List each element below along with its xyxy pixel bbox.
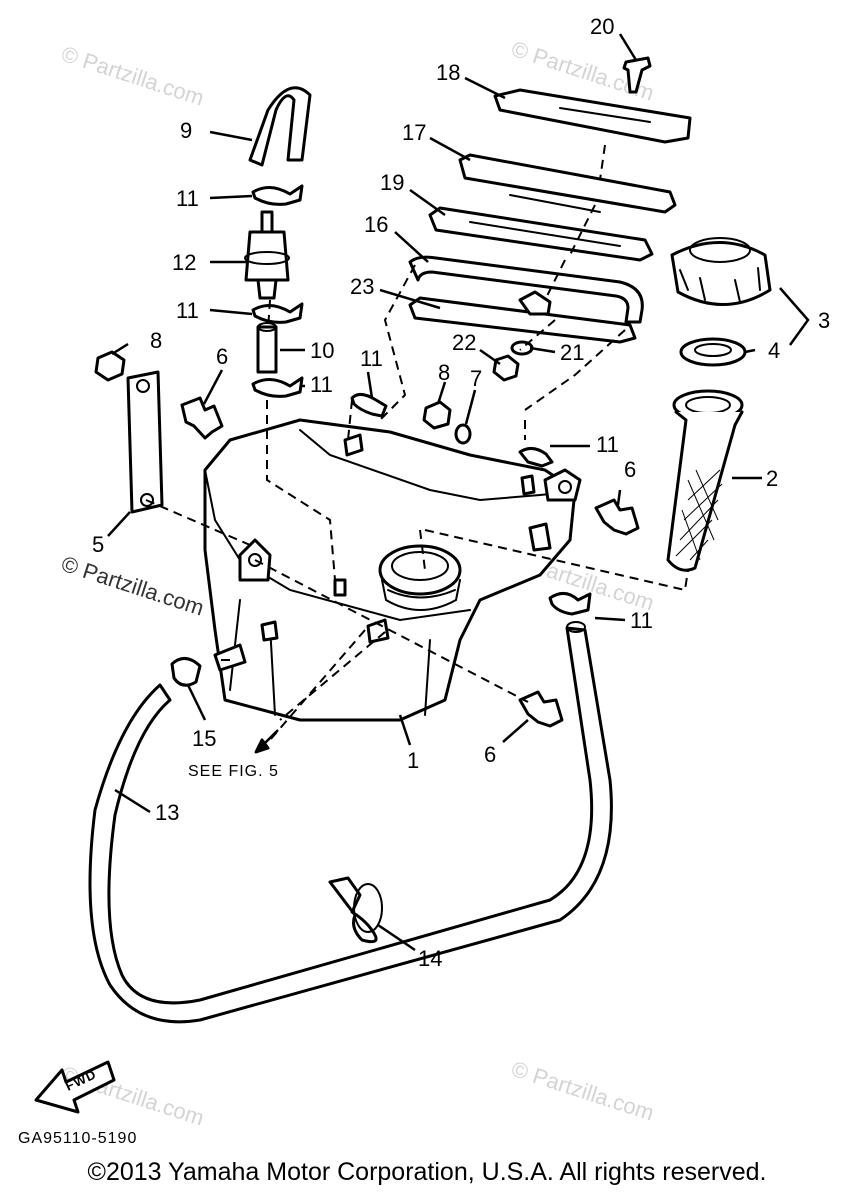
bolt-upper-left bbox=[180, 396, 224, 440]
hose-clamps bbox=[251, 184, 592, 616]
oil-tank-cap bbox=[670, 237, 772, 306]
oil-filter bbox=[244, 210, 290, 300]
callout-11: 11 bbox=[176, 186, 199, 211]
stay-bracket bbox=[126, 370, 164, 514]
callouts: 1 2 3 4 5 6 6 6 7 8 8 9 10 11 11 11 11 1… bbox=[92, 14, 830, 971]
see-fig-note: SEE FIG. 5 bbox=[188, 763, 279, 780]
plate-gasket bbox=[428, 206, 654, 262]
strainer-mesh bbox=[675, 469, 723, 561]
top-plate bbox=[493, 88, 692, 144]
bolt-right bbox=[594, 498, 640, 536]
oil-strainer bbox=[666, 389, 744, 572]
callout-6: 6 bbox=[484, 742, 496, 767]
breather-hose bbox=[408, 255, 644, 324]
grommet bbox=[510, 340, 534, 356]
callout-20: 20 bbox=[590, 14, 614, 39]
callout-18: 18 bbox=[436, 60, 460, 85]
callout-15: 15 bbox=[192, 726, 216, 751]
callout-12: 12 bbox=[172, 250, 196, 275]
callout-11: 11 bbox=[630, 608, 653, 633]
callout-2: 2 bbox=[766, 466, 778, 491]
copyright-notice: ©2013 Yamaha Motor Corporation, U.S.A. A… bbox=[87, 1158, 767, 1186]
oil-hose bbox=[88, 626, 613, 1024]
nut-small bbox=[492, 354, 520, 382]
callout-9: 9 bbox=[180, 118, 192, 143]
callout-11: 11 bbox=[176, 298, 199, 323]
callout-3: 3 bbox=[818, 308, 830, 333]
callout-14: 14 bbox=[418, 946, 442, 971]
callout-6: 6 bbox=[624, 457, 636, 482]
cable-band bbox=[328, 876, 383, 944]
callout-11: 11 bbox=[596, 432, 619, 457]
callout-19: 19 bbox=[380, 170, 404, 195]
assembly-lines bbox=[145, 144, 689, 741]
watermark: © Partzilla.com bbox=[508, 1056, 657, 1126]
see-fig-arrowhead bbox=[254, 738, 270, 754]
vent-hose bbox=[248, 86, 312, 167]
callout-23: 23 bbox=[350, 274, 374, 299]
callout-16: 16 bbox=[364, 212, 388, 237]
nut-left bbox=[94, 350, 126, 382]
watermark: © Partzilla.com bbox=[58, 551, 207, 621]
cap-gasket bbox=[679, 337, 747, 367]
oil-tank bbox=[203, 418, 582, 722]
leader-lines bbox=[107, 33, 810, 952]
joint-pipe bbox=[256, 322, 278, 374]
callout-7: 7 bbox=[470, 366, 482, 391]
callout-11: 11 bbox=[360, 346, 383, 371]
callout-10: 10 bbox=[310, 338, 334, 363]
callout-8: 8 bbox=[150, 328, 162, 353]
callout-8: 8 bbox=[438, 360, 450, 385]
nut-center bbox=[422, 400, 452, 430]
fwd-arrow-icon: FWD bbox=[34, 1060, 116, 1114]
callout-17: 17 bbox=[402, 120, 426, 145]
screw bbox=[622, 56, 652, 94]
callout-22: 22 bbox=[452, 330, 476, 355]
washer bbox=[454, 423, 472, 445]
callout-6: 6 bbox=[216, 344, 228, 369]
mounting-bracket bbox=[408, 290, 637, 344]
drawing-code: GA95110-5190 bbox=[18, 1130, 137, 1147]
callout-5: 5 bbox=[92, 532, 104, 557]
callout-13: 13 bbox=[155, 800, 179, 825]
callout-1: 1 bbox=[407, 748, 419, 773]
callout-21: 21 bbox=[560, 340, 584, 365]
hose-end bbox=[566, 621, 586, 633]
callout-4: 4 bbox=[768, 338, 780, 363]
callout-11: 11 bbox=[310, 372, 333, 397]
cover-plate bbox=[458, 153, 677, 214]
hose-clip bbox=[170, 657, 202, 687]
bolt-lower bbox=[518, 690, 564, 728]
watermark: © Partzilla.com bbox=[58, 41, 207, 111]
